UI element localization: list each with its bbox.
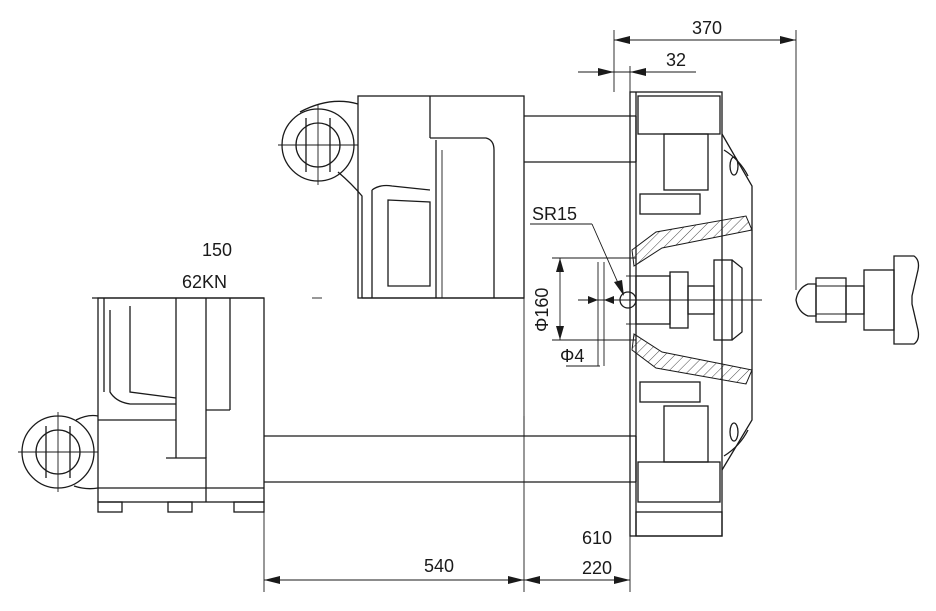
- upper-toggle-assembly: [278, 95, 525, 299]
- fixed-platen: [578, 91, 762, 537]
- lower-toggle-assembly: [18, 297, 524, 513]
- sr15-label: SR15: [532, 204, 577, 224]
- lower-tie-bar: [264, 435, 637, 483]
- dim-220-label: 220: [582, 558, 612, 578]
- dim-220: [524, 536, 631, 592]
- dim-540: [263, 482, 524, 592]
- upper-tie-bar: [524, 115, 637, 163]
- force-unit-label: 62KN: [182, 272, 227, 292]
- dim-370-label: 370: [692, 18, 722, 38]
- leader-sr15: [530, 223, 624, 296]
- dim-phi160: [552, 257, 636, 341]
- dim-610-label: 610: [582, 528, 612, 548]
- force-value-label: 150: [202, 240, 232, 260]
- phi4-label: Φ4: [560, 346, 584, 366]
- dim-32-label: 32: [666, 50, 686, 70]
- phi160-label: Φ160: [532, 288, 552, 332]
- dim-phi4: [566, 262, 614, 367]
- dim-32: [578, 66, 696, 92]
- dim-370: [613, 30, 797, 290]
- injection-nozzle: [795, 255, 920, 345]
- dim-540-label: 540: [424, 556, 454, 576]
